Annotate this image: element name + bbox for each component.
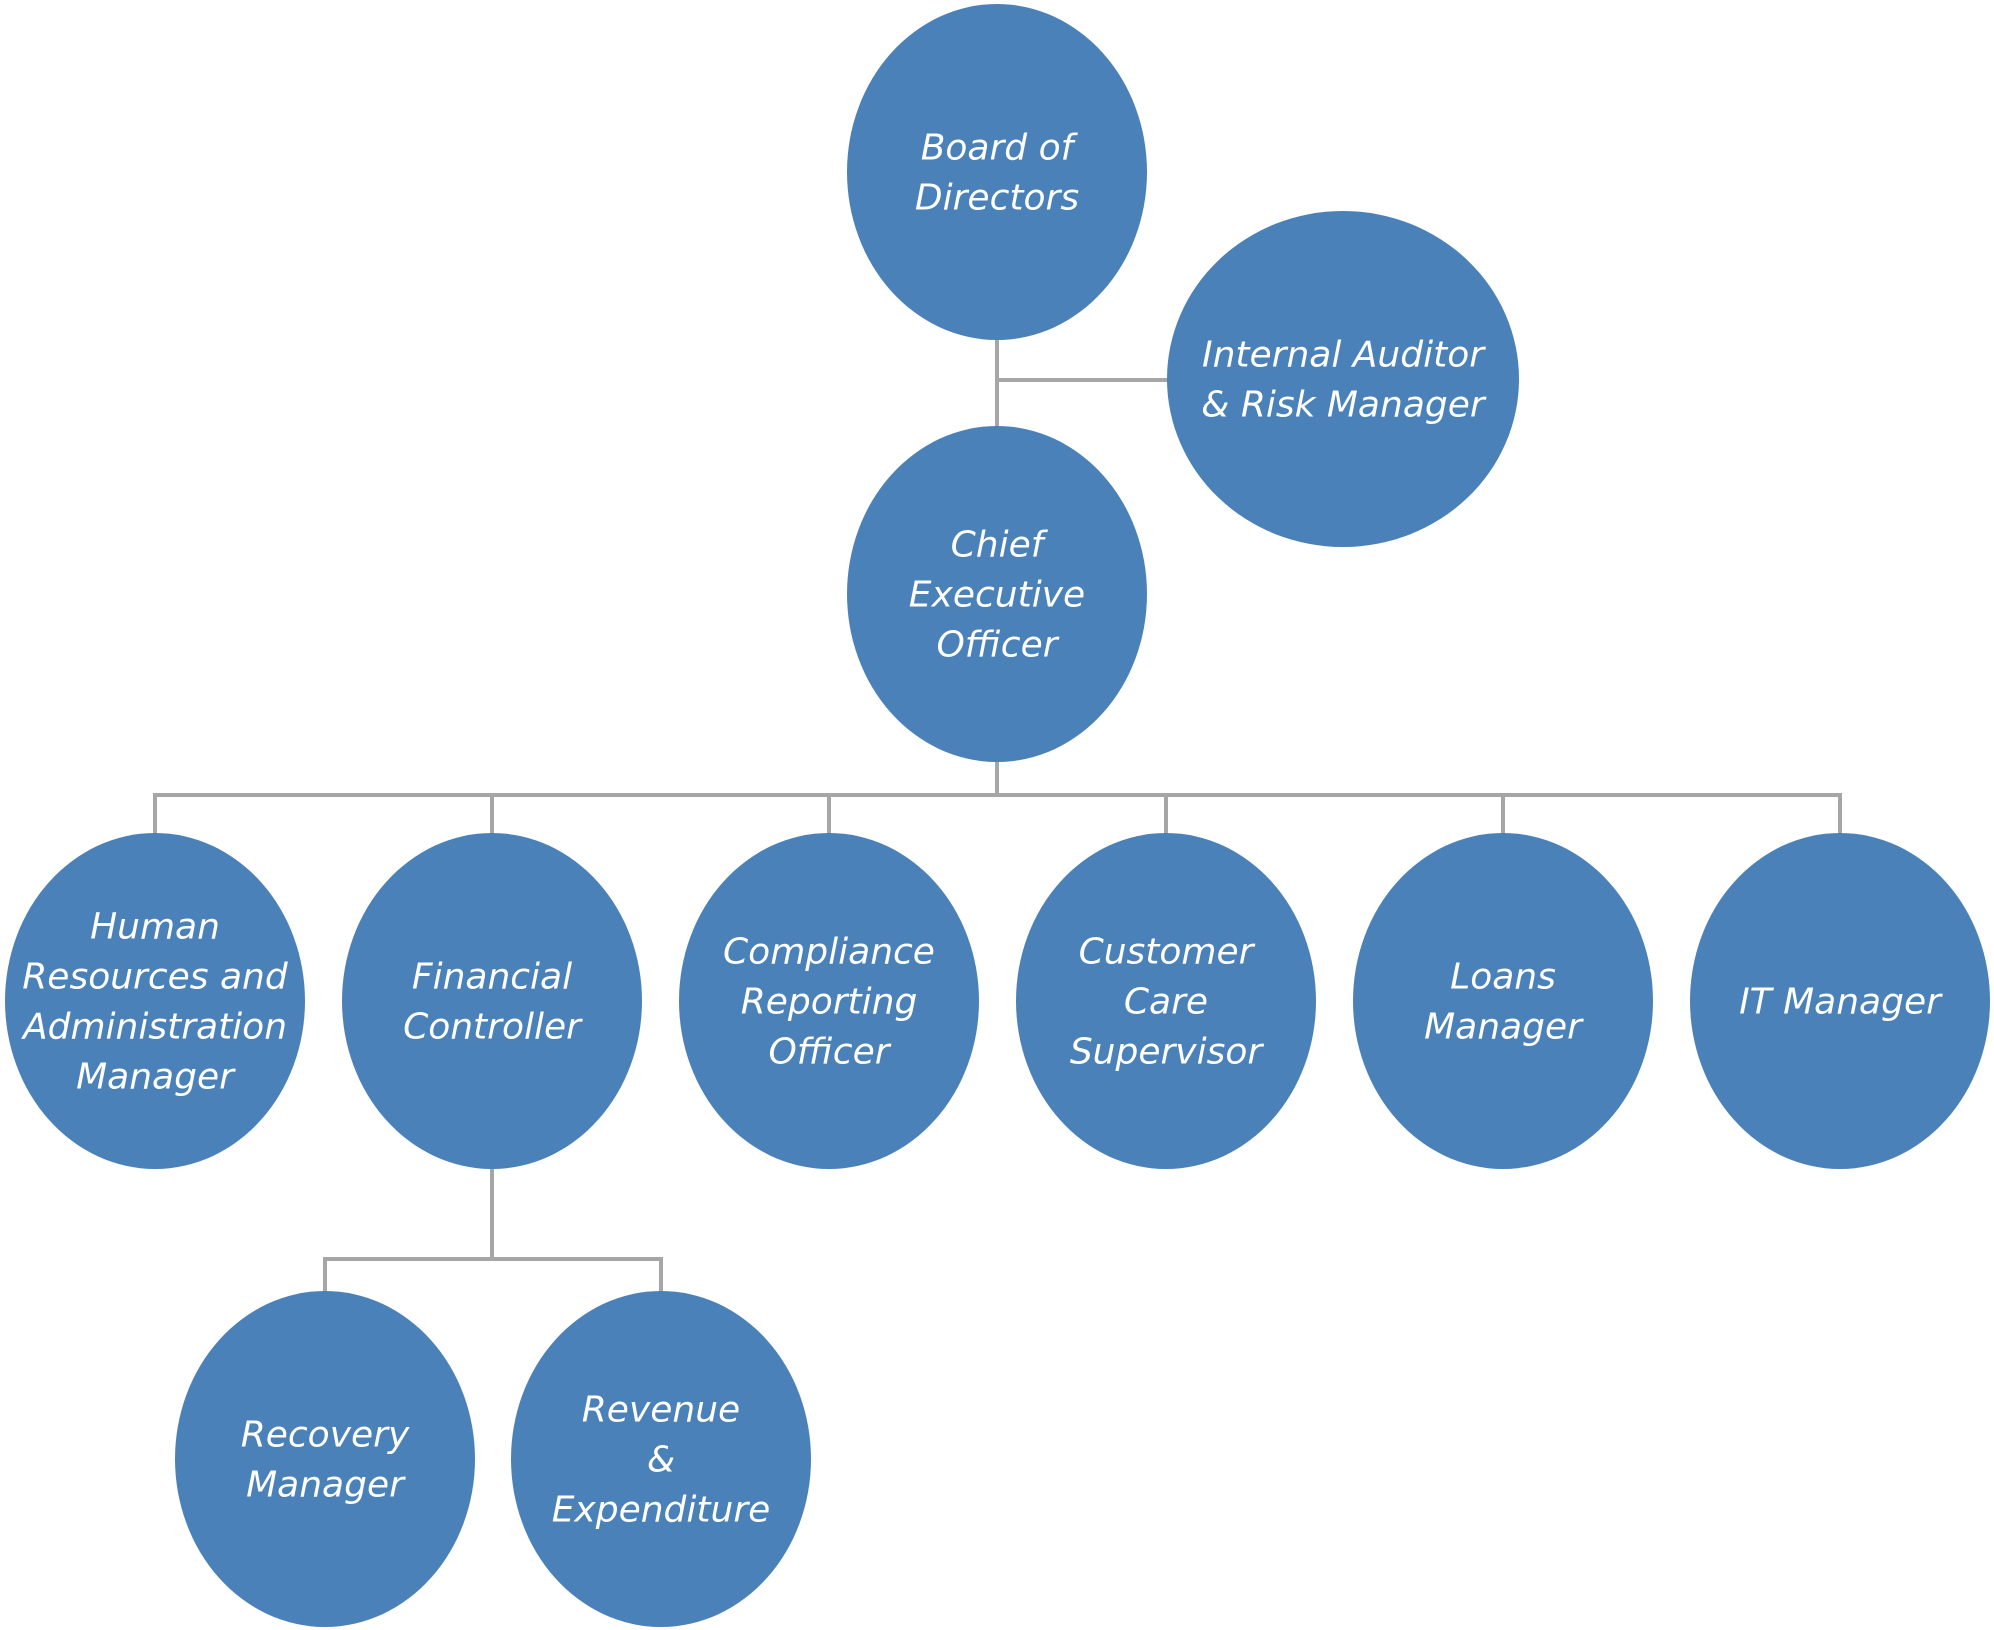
node-it-label: IT Manager [1739, 982, 1943, 1023]
node-auditor-label: & Risk Manager [1201, 385, 1487, 426]
node-hr-shape [5, 833, 305, 1169]
node-revenue-label: Expenditure [552, 1490, 771, 1531]
node-auditor-label: Internal Auditor [1202, 335, 1486, 376]
node-ceo-label: Executive [909, 575, 1085, 616]
node-financial-label: Financial [412, 957, 572, 998]
node-loans-shape [1353, 833, 1653, 1169]
node-hr-label: Human [90, 907, 220, 948]
node-recovery-shape [175, 1291, 475, 1627]
node-loans-label: Loans [1450, 957, 1556, 998]
node-revenue-shape [511, 1291, 811, 1627]
node-hr-label: Resources and [22, 957, 289, 998]
node-customer-label: Customer [1079, 932, 1256, 973]
node-recovery-label: Recovery [241, 1415, 410, 1456]
node-financial-shape [342, 833, 642, 1169]
node-revenue: Revenue & Expenditure [511, 1291, 811, 1627]
node-auditor-shape [1167, 211, 1519, 547]
node-ceo-label: Chief [951, 525, 1049, 566]
node-customer-shape [1016, 833, 1316, 1169]
node-compliance-label: Reporting [741, 982, 918, 1023]
connectors [153, 338, 1842, 1293]
node-hr-label: Administration [21, 1007, 287, 1048]
node-recovery-label: Manager [246, 1465, 406, 1506]
node-board-label: Board of [921, 128, 1079, 169]
node-hr-label: Manager [76, 1057, 236, 1098]
node-loans-label: Manager [1424, 1007, 1584, 1048]
node-compliance-label: Officer [768, 1032, 891, 1073]
node-it-shape [1690, 833, 1990, 1169]
node-ceo-shape [847, 426, 1147, 762]
node-board: Board of Directors [847, 4, 1147, 340]
node-board-label: Directors [915, 178, 1079, 219]
node-it: IT Manager [1690, 833, 1990, 1169]
node-revenue-label: & [647, 1440, 675, 1481]
node-financial-label: Controller [403, 1007, 583, 1048]
node-compliance-label: Compliance [723, 932, 935, 973]
node-board-shape [847, 4, 1147, 340]
node-revenue-label: Revenue [582, 1390, 740, 1431]
node-compliance-shape [679, 833, 979, 1169]
node-auditor: Internal Auditor & Risk Manager [1167, 211, 1519, 547]
node-ceo-label: Officer [936, 625, 1059, 666]
node-customer-label: Care [1124, 982, 1208, 1023]
node-customer-label: Supervisor [1070, 1032, 1265, 1073]
